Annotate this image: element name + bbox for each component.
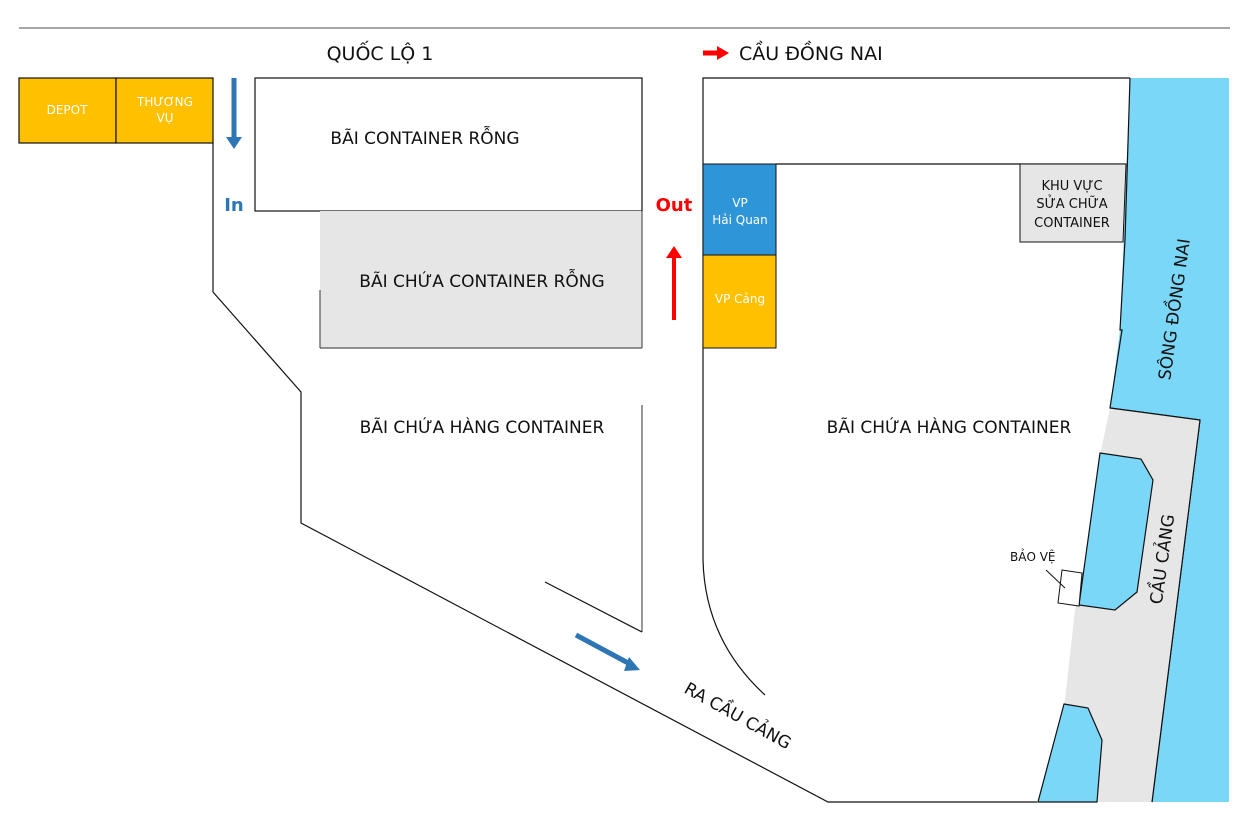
depot-label: DEPOT bbox=[47, 103, 89, 117]
out-label: Out bbox=[656, 195, 693, 216]
road-label: QUỐC LỘ 1 bbox=[327, 39, 434, 65]
right-yard-curve bbox=[702, 559, 766, 696]
in-arrow-icon bbox=[226, 137, 242, 149]
in-label: In bbox=[224, 195, 244, 216]
repair-label-3: CONTAINER bbox=[1034, 216, 1110, 231]
port-office bbox=[702, 254, 777, 349]
customs-office-label-1: VP bbox=[732, 196, 747, 210]
repair-area bbox=[1019, 163, 1127, 243]
to-wharf-arrow-icon bbox=[624, 657, 640, 671]
river-area bbox=[1110, 78, 1229, 802]
thuong-vu-building bbox=[115, 77, 214, 144]
port-office-label: VP Cảng bbox=[715, 292, 765, 306]
empty-container-yard-label: BÃI CONTAINER RỖNG bbox=[330, 125, 519, 149]
right-yard-top-boundary bbox=[702, 77, 1130, 560]
bridge-label: CẦU ĐỒNG NAI bbox=[739, 39, 883, 65]
to-wharf-road-label: RA CẦU CẢNG bbox=[681, 675, 797, 754]
water-basin-lower bbox=[1037, 703, 1103, 803]
repair-label-1: KHU VỰC bbox=[1041, 179, 1102, 194]
repair-label-2: SỬA CHỮA bbox=[1036, 195, 1107, 212]
thuong-vu-label-1: THƯƠNG bbox=[136, 95, 193, 109]
left-road-boundary bbox=[212, 143, 1037, 803]
guard-label: BẢO VỆ bbox=[1010, 548, 1056, 564]
customs-office-label-2: Hải Quan bbox=[712, 213, 768, 227]
guard-house bbox=[1057, 569, 1083, 607]
empty-container-storage-label: BÃI CHỨA CONTAINER RỖNG bbox=[359, 268, 604, 292]
guard-pointer bbox=[1045, 569, 1066, 589]
empty-container-yard bbox=[254, 77, 643, 212]
cargo-yard-left-label: BÃI CHỨA HÀNG CONTAINER bbox=[360, 416, 605, 438]
out-arrow-icon bbox=[666, 246, 682, 258]
thuong-vu-label-2: VỤ bbox=[157, 111, 174, 125]
to-wharf-arrow-shaft bbox=[574, 632, 632, 667]
right-arrow-icon bbox=[717, 46, 729, 60]
customs-office bbox=[702, 163, 777, 256]
empty-container-storage bbox=[320, 211, 642, 348]
cargo-yard-right-label: BÃI CHỨA HÀNG CONTAINER bbox=[827, 416, 1072, 438]
